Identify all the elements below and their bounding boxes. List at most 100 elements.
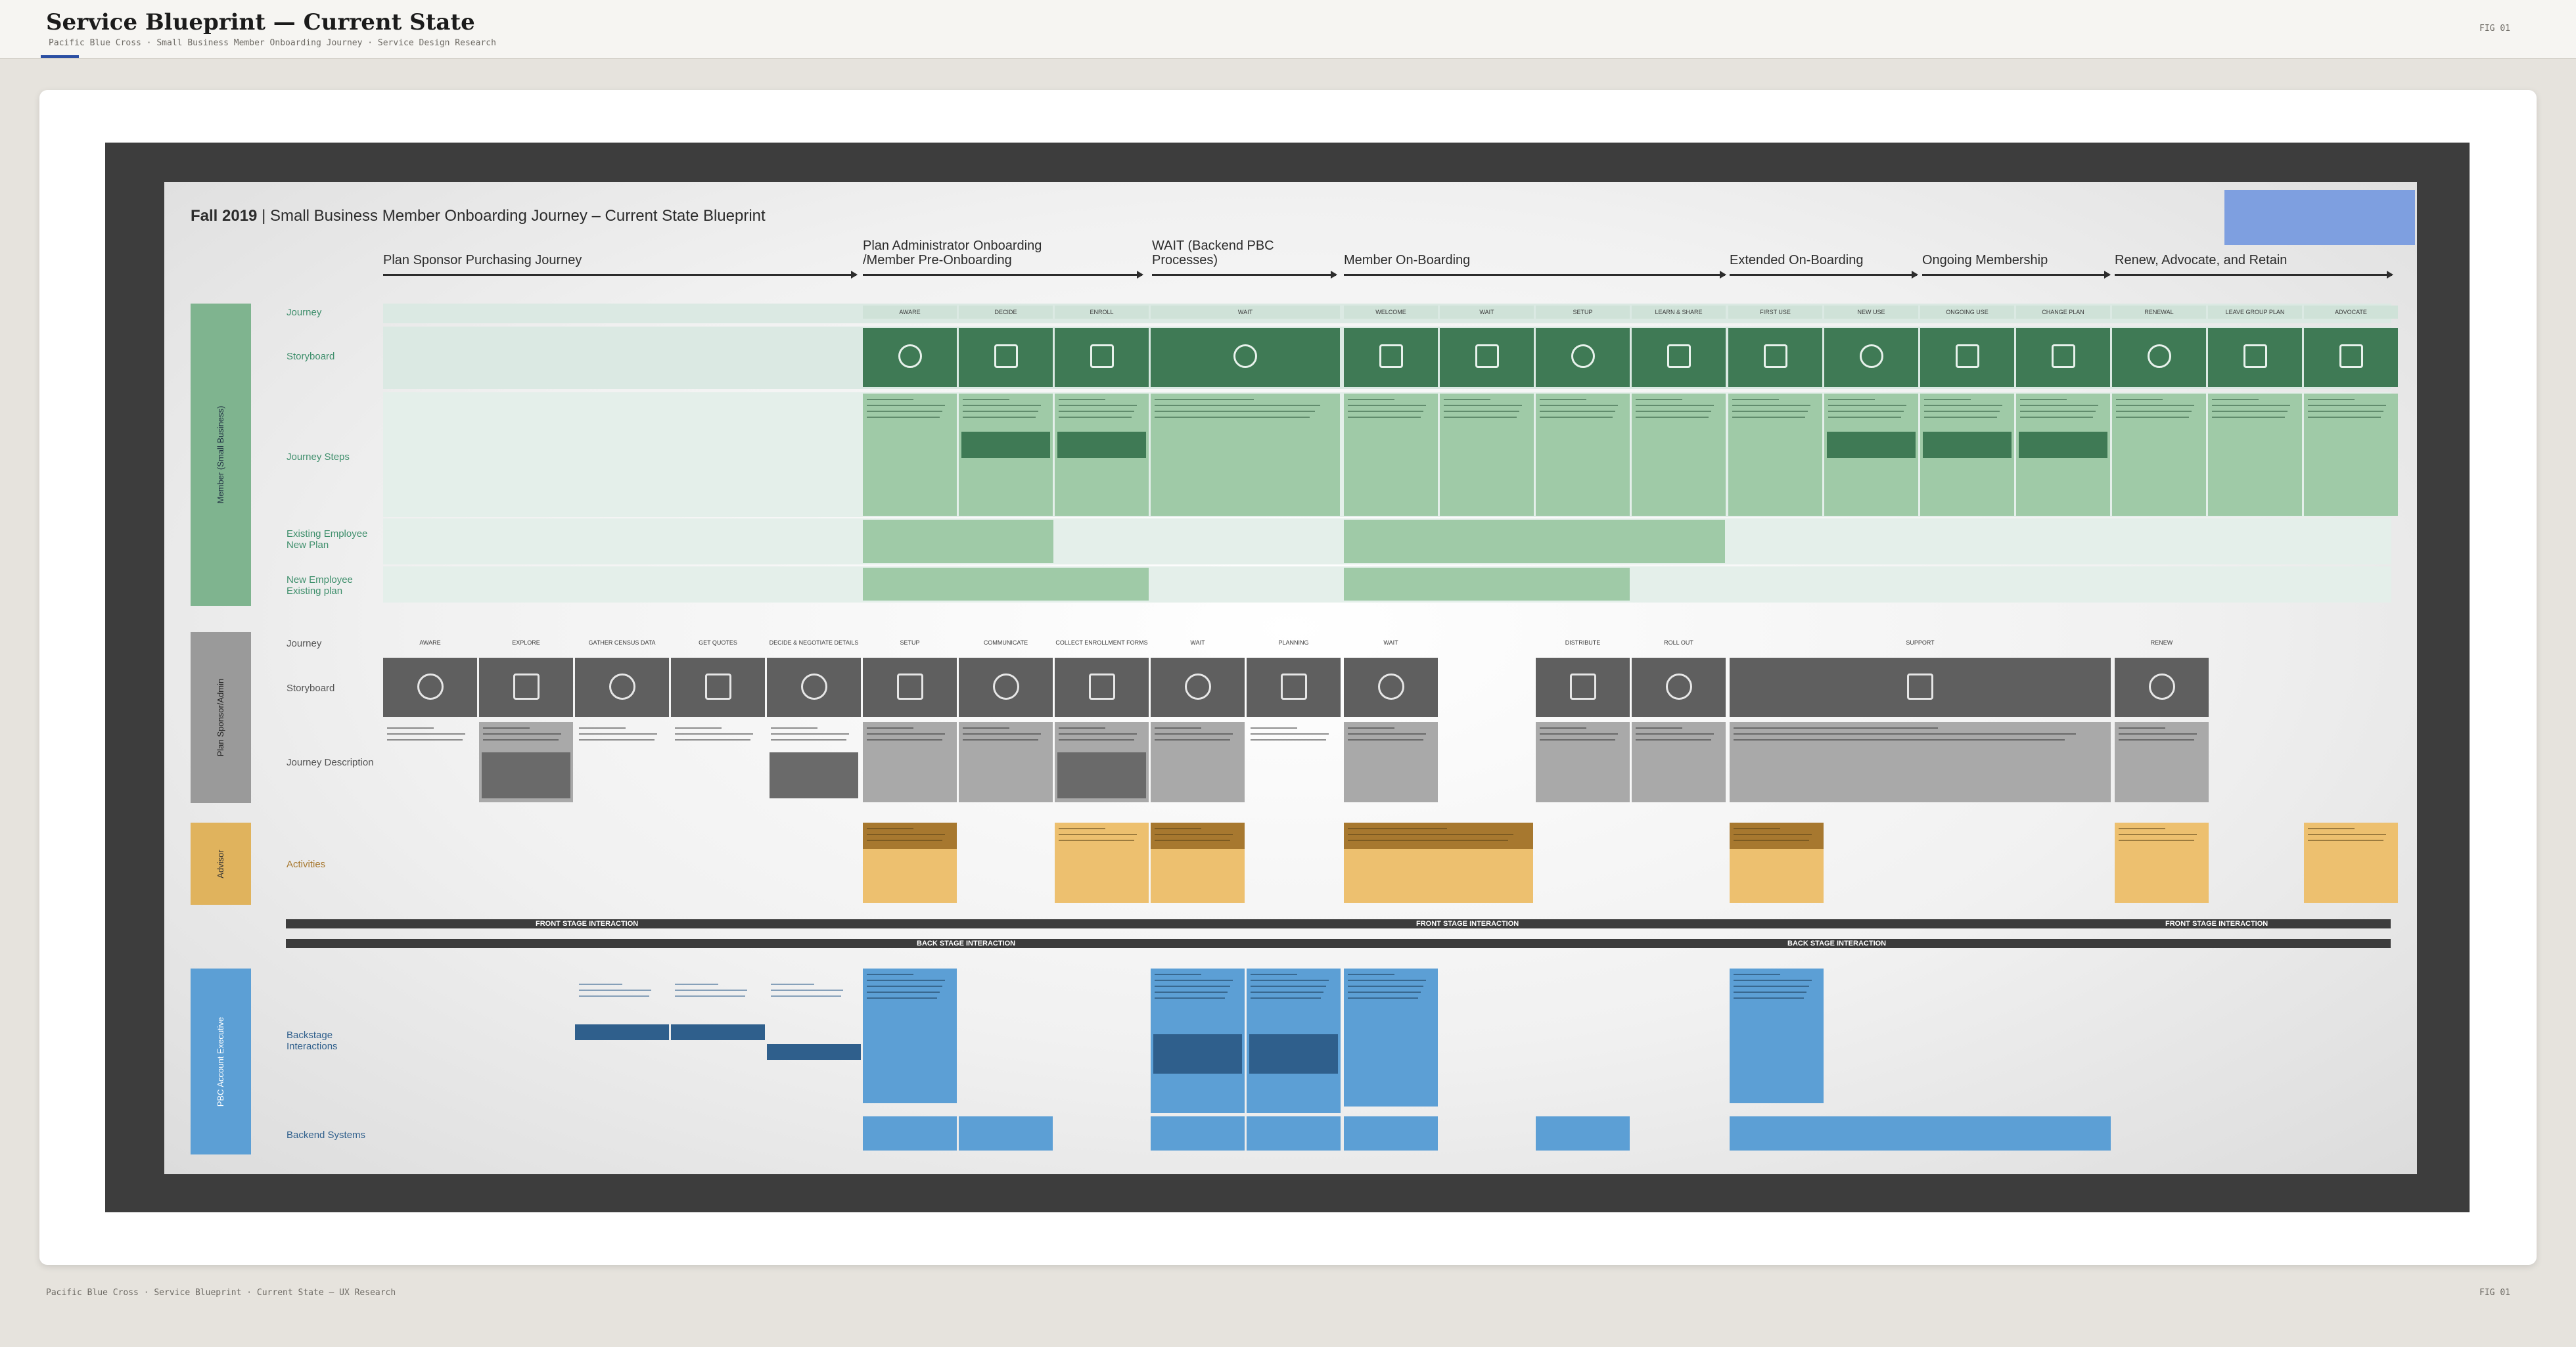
text-line: [1540, 405, 1618, 406]
text-line: [1059, 739, 1134, 741]
text-line: [1059, 411, 1134, 412]
member-storyboard-tile: [1728, 328, 1822, 387]
text-line: [2308, 840, 2383, 841]
sponsor-description-note: [1057, 752, 1146, 798]
text-line: [579, 990, 652, 991]
storyboard-icon: [2339, 344, 2363, 368]
sponsor-description-cell: [383, 722, 477, 802]
storyboard-icon: [994, 344, 1018, 368]
text-line: [1444, 417, 1517, 418]
sponsor-storyboard-tile: [1055, 658, 1149, 717]
text-line: [675, 990, 748, 991]
storyboard-icon: [513, 674, 540, 700]
blueprint-title-text: | Small Business Member Onboarding Journ…: [262, 207, 766, 225]
text-line: [1828, 417, 1901, 418]
text-line: [1251, 986, 1326, 987]
text-line: [2119, 828, 2165, 829]
member-existing-cell: [863, 520, 1053, 563]
member-new-cell: [863, 568, 1149, 601]
text-line: [1348, 974, 1394, 975]
sponsor-description-cell: [863, 722, 957, 802]
member-step-note: [1923, 432, 2012, 458]
sponsor-storyboard-tile: [671, 658, 765, 717]
sponsor-storyboard-tile: [383, 658, 477, 717]
sponsor-description-cell: [1055, 722, 1149, 802]
member-storyboard-tile: [1536, 328, 1630, 387]
footer-figure-label: FIG 01: [2479, 1288, 2510, 1298]
text-line: [2116, 399, 2163, 400]
text-line: [867, 834, 945, 835]
sponsor-description-cell: [1632, 722, 1726, 802]
advisor-activity-cell: [2304, 823, 2398, 903]
text-line: [1155, 974, 1201, 975]
storyboard-icon: [1280, 674, 1307, 700]
sponsor-phase-label: GET QUOTES: [699, 639, 737, 646]
text-line: [1348, 997, 1419, 999]
text-line: [579, 727, 626, 729]
stage-header: WAIT (Backend PBC Processes): [1152, 239, 1274, 267]
sponsor-description-cell: [1344, 722, 1438, 802]
member-phase-label: LEAVE GROUP PLAN: [2208, 306, 2302, 319]
member-step-cell: [2208, 394, 2302, 516]
lane-member-label: Member (Small Business): [216, 405, 225, 504]
text-line: [1348, 840, 1508, 841]
stage-header: Extended On-Boarding: [1730, 253, 1864, 267]
text-line: [1734, 834, 1812, 835]
storyboard-icon: [1569, 674, 1596, 700]
stage-arrow: [1922, 271, 2111, 279]
back-stage-label: BACK STAGE INTERACTION: [917, 940, 1016, 947]
text-line: [483, 733, 561, 735]
text-line: [1348, 992, 1421, 993]
advisor-activity-note: [1344, 823, 1533, 849]
sponsor-phase-label: DECIDE & NEGOTIATE DETAILS: [769, 639, 859, 646]
text-line: [1924, 399, 1971, 400]
text-line: [1732, 405, 1810, 406]
front-stage-bar: FRONT STAGE INTERACTION FRONT STAGE INTE…: [286, 919, 2391, 928]
text-line: [1828, 411, 1904, 412]
text-line: [963, 399, 1009, 400]
storyboard-icon: [2243, 344, 2267, 368]
text-line: [1636, 405, 1714, 406]
storyboard-icon: [1667, 344, 1691, 368]
blueprint-canvas: Fall 2019 | Small Business Member Onboar…: [164, 182, 2417, 1174]
text-line: [1636, 727, 1682, 729]
text-line: [1636, 739, 1711, 741]
text-line: [2308, 828, 2355, 829]
text-line: [2116, 417, 2189, 418]
text-line: [1348, 828, 1447, 829]
member-storyboard-tile: [2208, 328, 2302, 387]
member-step-cell: [1632, 394, 1726, 516]
text-line: [1636, 733, 1714, 735]
storyboard-icon: [1859, 344, 1883, 368]
text-line: [771, 984, 814, 985]
lane-advisor-label: Advisor: [216, 849, 225, 879]
pbc-backend-cell: [1247, 1116, 1341, 1151]
text-line: [1540, 417, 1613, 418]
text-line: [579, 733, 657, 735]
storyboard-icon: [1184, 674, 1211, 700]
text-line: [1734, 997, 1805, 999]
text-line: [1348, 417, 1421, 418]
sponsor-phase-label: WAIT: [1383, 639, 1398, 646]
text-line: [579, 984, 622, 985]
text-line: [1734, 739, 2065, 741]
lane-member: Member (Small Business): [191, 304, 251, 606]
text-line: [867, 727, 913, 729]
pbc-backend-cell: [863, 1116, 957, 1151]
member-step-cell: [1344, 394, 1438, 516]
text-line: [2212, 405, 2290, 406]
text-line: [2212, 417, 2285, 418]
storyboard-icon: [1088, 674, 1115, 700]
sponsor-phase-label: AWARE: [419, 639, 441, 646]
figure-label: FIG 01: [2479, 24, 2510, 34]
pbc-backend-cell: [959, 1116, 1053, 1151]
text-line: [675, 733, 753, 735]
page-header: Service Blueprint — Current State Pacifi…: [0, 0, 2576, 59]
sponsor-phase-label: WAIT: [1190, 639, 1205, 646]
sponsor-description-cell: [671, 722, 765, 802]
stage-arrow: [2115, 271, 2393, 279]
text-line: [2308, 417, 2381, 418]
text-line: [1155, 834, 1233, 835]
member-phase-label: WELCOME: [1344, 306, 1438, 319]
text-line: [2020, 411, 2096, 412]
